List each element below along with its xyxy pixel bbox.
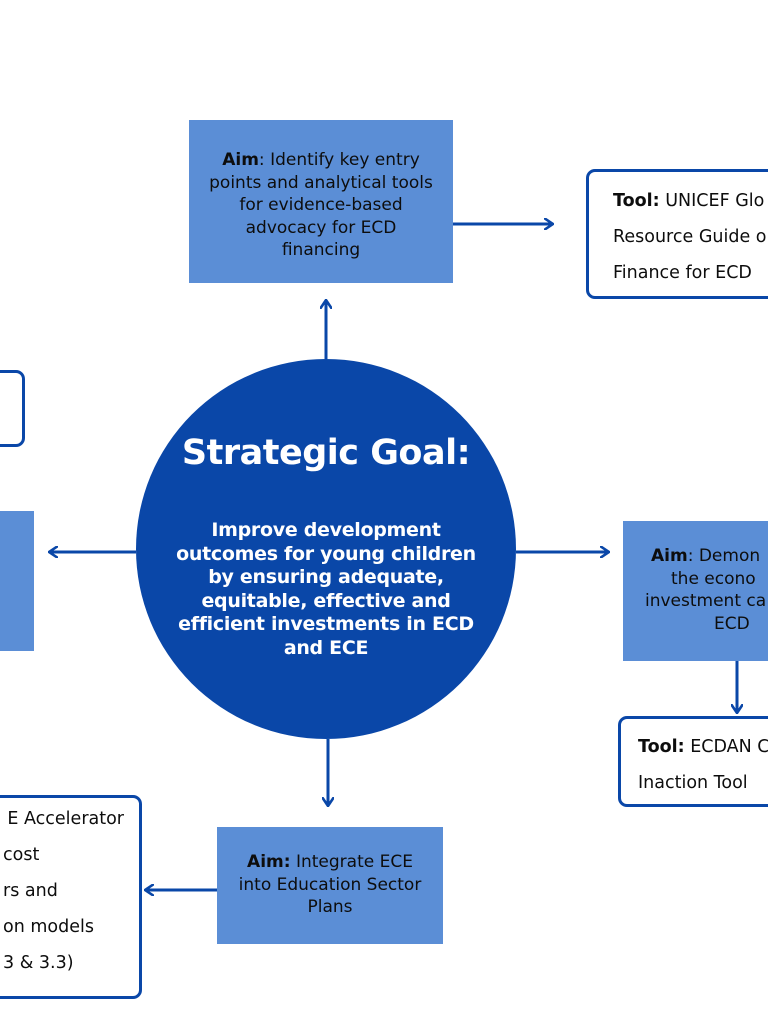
aim-label: Aim:	[247, 852, 291, 872]
tool-text: UNICEF Glo	[665, 191, 765, 211]
aim-text: Demon	[698, 546, 761, 566]
tool-box-bottom-left: E Accelerator cost rs and on models 3 & …	[0, 795, 142, 999]
aim-separator: :	[258, 150, 265, 170]
aim-box-left	[0, 511, 34, 651]
aim-line-1: Aim: Demon	[623, 545, 768, 568]
tool-box-top-right: Tool: UNICEF Glo Resource Guide o Financ…	[586, 169, 768, 299]
tool-line-2: cost	[3, 845, 40, 865]
tool-line-4: on models	[3, 917, 94, 937]
tool-box-left	[0, 370, 25, 447]
goal-title: Strategic Goal:	[181, 433, 471, 473]
tool-line-3: Finance for ECD	[613, 263, 752, 283]
strategic-goal-circle: Strategic Goal: Improve development outc…	[136, 359, 516, 739]
aim-label: Aim	[651, 546, 688, 566]
tool-line-3: rs and	[3, 881, 58, 901]
tool-line-5: 3 & 3.3)	[3, 953, 74, 973]
tool-line-1: Tool: UNICEF Glo	[613, 183, 768, 219]
aim-separator: :	[687, 546, 694, 566]
tool-line-2: Inaction Tool	[638, 773, 748, 793]
aim-line-2: the econo	[671, 568, 756, 589]
aim-box-bottom: Aim: Integrate ECE into Education Sector…	[217, 827, 443, 944]
aim-line-3: investment ca	[645, 591, 767, 611]
tool-line-1: E Accelerator	[7, 809, 124, 829]
aim-line-4: ECD	[714, 613, 750, 634]
tool-line-2: Resource Guide o	[613, 227, 767, 247]
tool-box-right: Tool: ECDAN C Inaction Tool	[618, 716, 768, 807]
aim-box-top: Aim: Identify key entry points and analy…	[189, 120, 453, 283]
goal-text: Improve development outcomes for young c…	[176, 519, 476, 659]
aim-box-right: Aim: Demon the econo investment ca ECD	[623, 521, 768, 661]
aim-label: Aim	[222, 150, 259, 170]
tool-label: Tool:	[613, 191, 660, 211]
tool-line-1: Tool: ECDAN C	[638, 729, 768, 765]
tool-label: Tool:	[638, 737, 685, 757]
tool-text: ECDAN C	[690, 737, 768, 757]
aim-text: Integrate ECE into Education Sector Plan…	[238, 852, 422, 917]
aim-text: Identify key entry points and analytical…	[209, 150, 433, 260]
